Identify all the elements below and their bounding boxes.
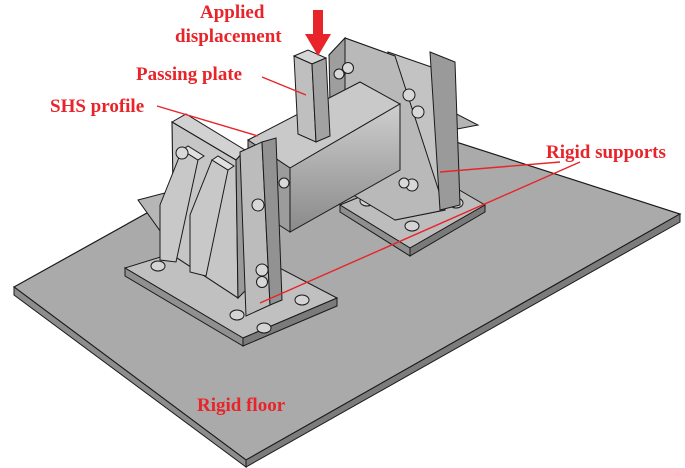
right-plate-bolts	[333, 62, 425, 192]
applied-displacement-arrow	[305, 10, 331, 56]
label-rigid-floor: Rigid floor	[197, 395, 286, 416]
left-base-bolts	[150, 260, 310, 334]
label-applied-line2: displacement	[175, 26, 282, 47]
leader-lines	[156, 76, 581, 304]
passing-plate-leader	[261, 76, 307, 96]
shs-profile-leader	[156, 105, 259, 137]
passing-plate	[292, 49, 331, 143]
rigid-supports-leader-right	[439, 161, 561, 173]
rigid-supports-leader-left	[259, 161, 581, 304]
left-plate-bolts	[175, 146, 290, 288]
label-applied-line1: Applied	[200, 2, 265, 23]
left-gusset-plates	[159, 145, 235, 277]
label-shs-profile: SHS profile	[50, 96, 144, 117]
label-rigid-supports: Rigid supports	[546, 142, 666, 163]
rigid-floor	[12, 104, 682, 468]
label-passing-plate: Passing plate	[136, 64, 242, 85]
